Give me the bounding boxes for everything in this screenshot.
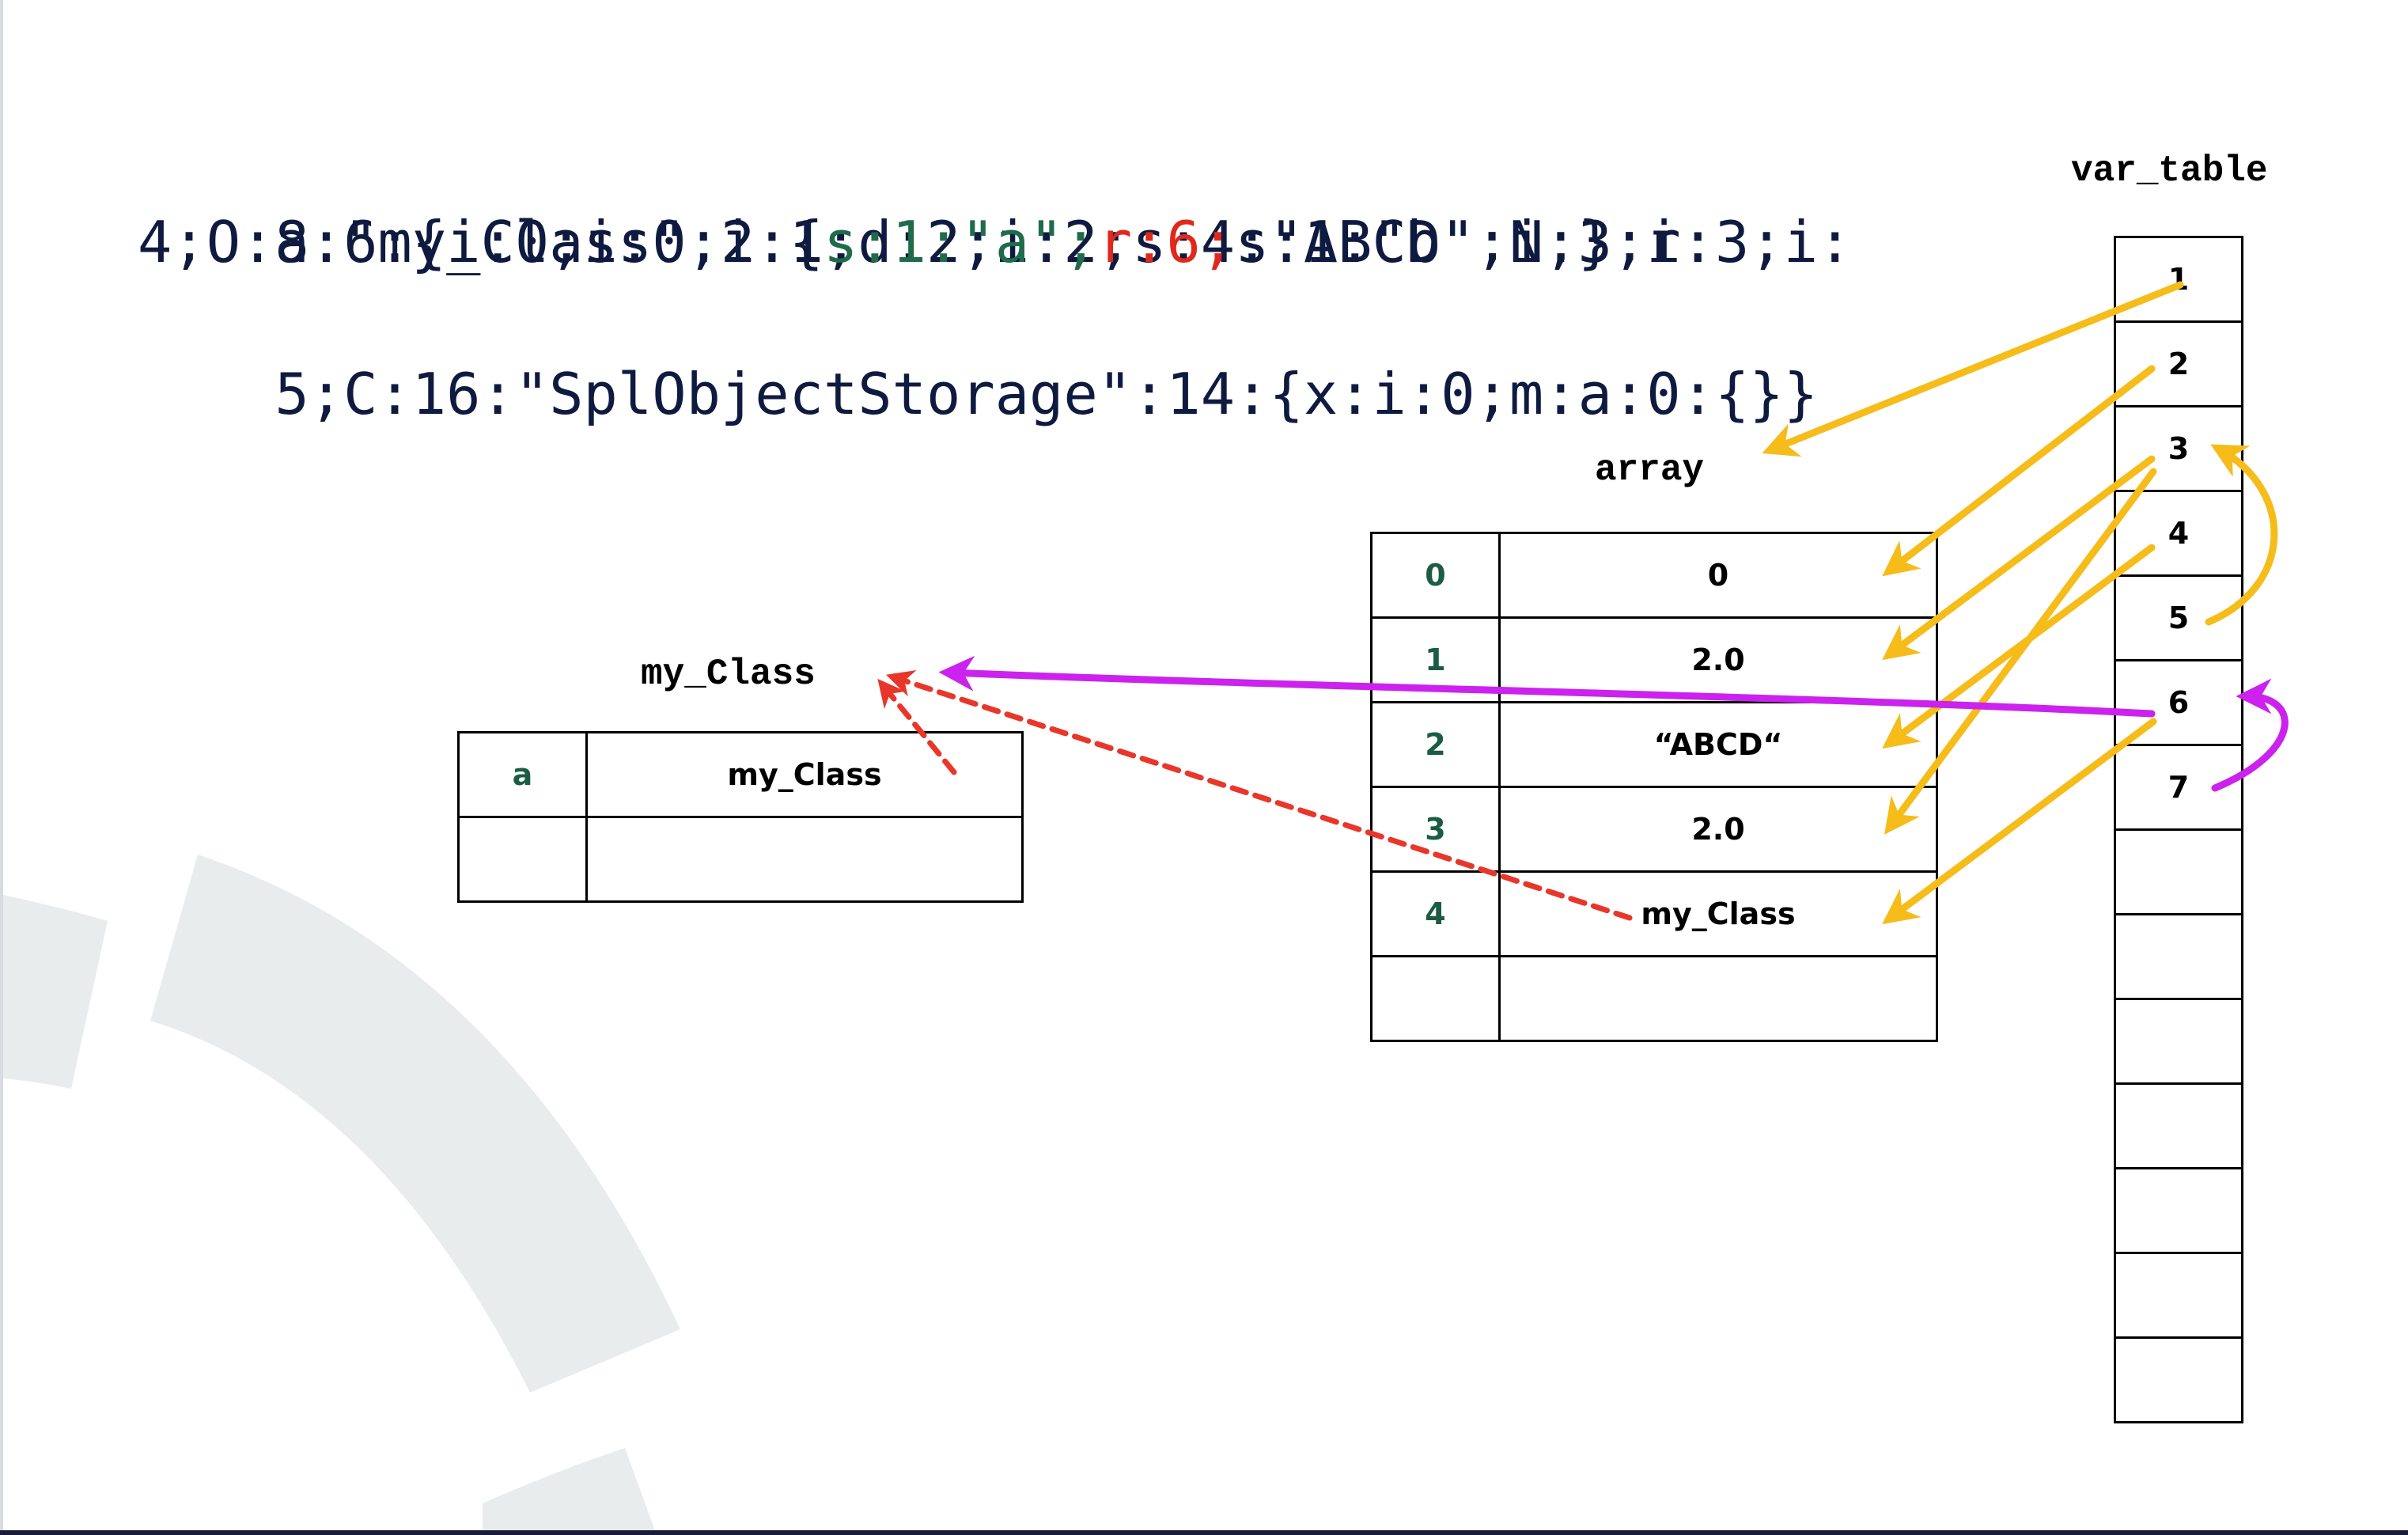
- array-value-cell: [1498, 955, 1938, 1042]
- slide-left-edge: [0, 0, 3, 1535]
- arrow-var6-to-my-class: [938, 655, 2156, 718]
- var-table-slot: [2114, 1336, 2243, 1423]
- serialized-segment: 5;C:16:"SplObjectStorage":14:{x:i:0;m:a:…: [274, 361, 1819, 427]
- serialized-segment: s:1:"b";N;};i:: [1235, 209, 1715, 275]
- arrow-var3-to-array3: [1884, 468, 2157, 835]
- serialized-segment-property-a: s:1:"a";: [823, 209, 1098, 275]
- watermark-arc-outer: [0, 894, 108, 1089]
- arrow-var1-to-array: [1762, 281, 2184, 457]
- class-value-cell: my_Class: [585, 731, 1024, 818]
- watermark-arc-mid: [150, 855, 680, 1393]
- arrow-var4-to-array2: [1882, 544, 2156, 749]
- arrow-class-a-to-my-class: [877, 678, 957, 775]
- var-table-title: var_table: [2071, 150, 2268, 191]
- serialized-string-line-1: a:6:{i:0;i:0;i:1;d:2;i:2;s:4:"ABCD";i:3;…: [138, 128, 1852, 356]
- arrow-var5-to-var3: [2205, 444, 2278, 626]
- array-table-title: array: [1595, 449, 1705, 491]
- class-table-title: my_Class: [641, 654, 816, 695]
- slide-bottom-bar: [0, 1530, 2408, 1535]
- arrow-var6-to-array4: [1882, 718, 2157, 925]
- arrow-array4-to-my-class: [886, 669, 1633, 921]
- arrow-var2-to-array0: [1882, 365, 2156, 577]
- arrow-var3-to-array1: [1882, 455, 2156, 661]
- watermark-arc-inner: [483, 1448, 657, 1535]
- class-value-cell: [585, 816, 1024, 903]
- serialized-segment: 4;O:8:"my_Class":2:{: [138, 209, 823, 275]
- serialized-segment: a:6:{i:0;i:0;i:1;d:2;i:2;s:4:"ABCD";i:3;…: [274, 209, 1853, 275]
- serialized-segment-reference: r:6;: [1097, 209, 1236, 275]
- arrow-var7-to-var6: [2211, 678, 2289, 792]
- serialized-string-line-3: 5;C:16:"SplObjectStorage":14:{x:i:0;m:a:…: [138, 280, 1818, 508]
- serialized-string-line-2: 4;O:8:"my_Class":2:{s:1:"a";r:6;s:1:"b";…: [138, 204, 1715, 280]
